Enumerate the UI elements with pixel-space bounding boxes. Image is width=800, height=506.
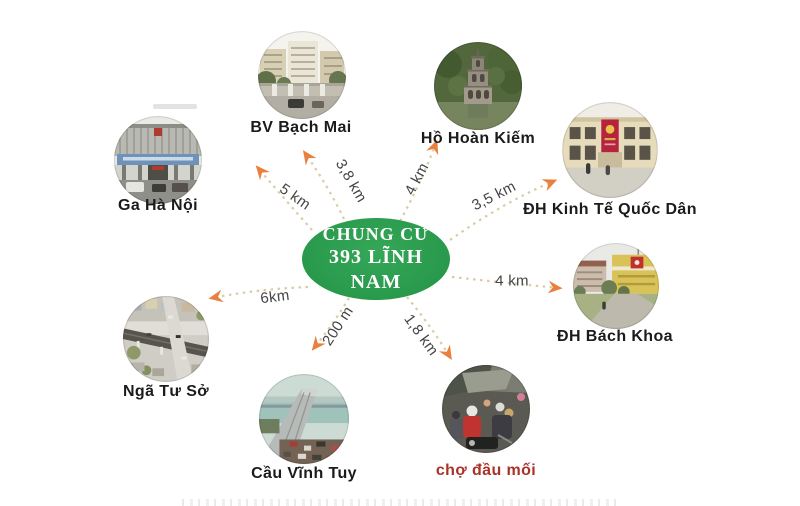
label-dh-bach-khoa: ĐH Bách Khoa	[557, 328, 673, 345]
center-node: CHUNG CƯ 393 LĨNH NAM	[302, 218, 450, 300]
label-dh-kinh-te-quoc-dan: ĐH Kinh Tế Quốc Dân	[523, 201, 697, 218]
distance-dh-bach-khoa: 4 km	[495, 272, 529, 290]
label-ga-ha-noi: Ga Hà Nội	[117, 197, 199, 214]
center-title-line1: CHUNG CƯ	[322, 223, 430, 244]
label-nga-tu-so: Ngã Tư Sở	[122, 383, 210, 400]
clipped-bottom-text	[182, 499, 618, 506]
label-bv-bach-mai: BV Bạch Mai	[250, 119, 352, 136]
label-cau-vinh-tuy: Cầu Vĩnh Tuy	[251, 465, 357, 482]
distance-nga-tu-so: 6km	[259, 286, 291, 308]
center-title-line2: 393 LĨNH NAM	[328, 246, 424, 294]
cau-vinh-tuy-photo	[259, 374, 349, 464]
photo-watermark-smudge	[153, 104, 197, 109]
label-cho-dau-moi: chợ đầu mối	[435, 462, 537, 479]
dh-kinh-te-quoc-dan-photo	[562, 102, 658, 198]
bv-bach-mai-photo	[258, 31, 346, 119]
nga-tu-so-photo	[123, 296, 209, 382]
dh-bach-khoa-photo	[573, 243, 659, 329]
cho-dau-moi-photo	[442, 365, 530, 453]
ho-hoan-kiem-photo	[434, 42, 522, 130]
ga-ha-noi-photo	[114, 116, 202, 204]
label-ho-hoan-kiem: Hồ Hoàn Kiếm	[420, 130, 536, 147]
